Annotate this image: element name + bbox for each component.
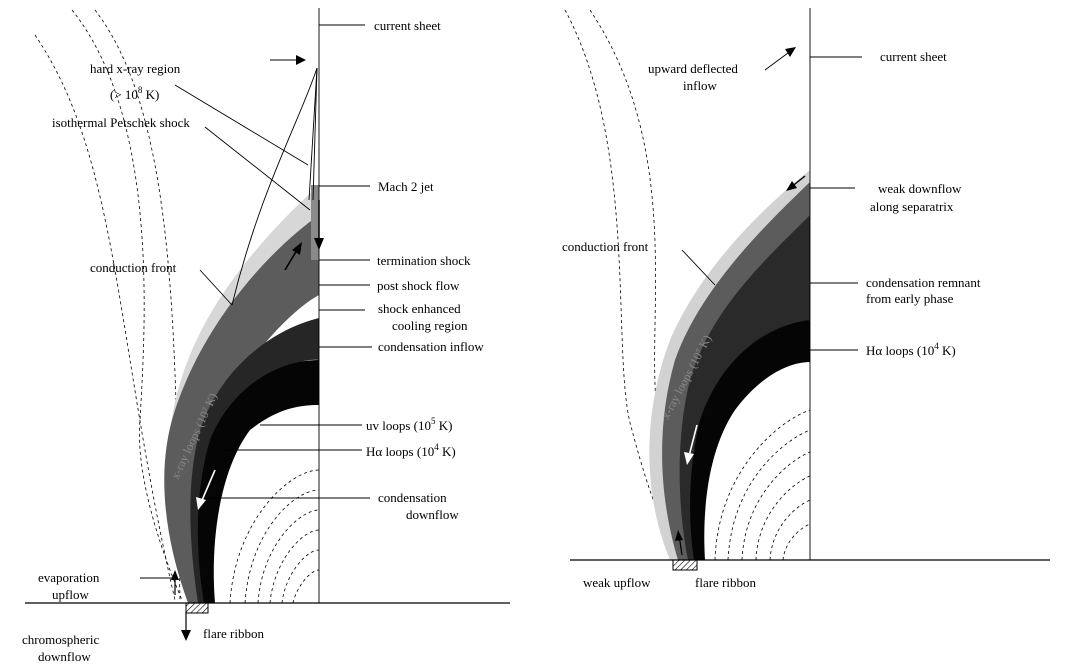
right-label-flare-ribbon: flare ribbon — [695, 575, 757, 590]
right-inner-dotted-loops — [714, 409, 811, 561]
left-label-termination-shock: termination shock — [377, 253, 471, 268]
left-panel: x-ray loops (10⁷ K) current sheet hard x… — [22, 8, 510, 664]
right-label-weak-upflow: weak upflow — [583, 575, 651, 590]
right-label-remnant-1: condensation remnant — [866, 275, 981, 290]
left-label-hard-xray: hard x-ray region — [90, 61, 181, 76]
right-uv-loop-band — [679, 215, 810, 560]
left-label-mach-jet: Mach 2 jet — [378, 179, 434, 194]
left-label-shock-cooling-1: shock enhanced — [378, 301, 461, 316]
left-label-conduction-front: conduction front — [90, 260, 177, 275]
left-evap-arrow — [171, 570, 179, 595]
right-panel: x-ray loops (10⁷ K) current sheet upward… — [562, 8, 1050, 590]
right-upflow-arrow — [675, 530, 683, 556]
left-ha-loop-band — [197, 360, 319, 603]
right-label-conduction-front: conduction front — [562, 239, 649, 254]
left-label-ha-loops: Hα loops (104 K) — [366, 442, 456, 459]
left-outer-field-line — [94, 9, 181, 601]
left-upflow-arrow — [284, 242, 302, 271]
left-label-cond-inflow: condensation inflow — [378, 339, 484, 354]
left-mach-jet — [311, 185, 319, 260]
left-uv-loop-band — [190, 318, 319, 603]
left-chromo-downflow-arrow — [181, 612, 191, 641]
left-label-cond-downflow-2: downflow — [406, 507, 459, 522]
left-label-hard-xray-temp: (> 108 K) — [110, 85, 159, 102]
left-petschek-shock-line — [308, 67, 318, 201]
left-flare-ribbon-box — [185, 602, 209, 614]
left-label-current-sheet: current sheet — [374, 18, 441, 33]
right-downflow-arrow — [684, 424, 698, 465]
left-label-uv-loops: uv loops (105 K) — [366, 416, 452, 433]
left-label-post-shock: post shock flow — [377, 278, 460, 293]
left-downflow-arrow — [196, 469, 216, 510]
right-weak-downflow-arrow — [786, 175, 806, 191]
left-jet-arrow — [314, 200, 324, 250]
left-label-evap-2: upflow — [52, 587, 89, 602]
left-outer-field-line-3 — [71, 9, 183, 601]
left-inner-dotted-loops — [229, 469, 320, 604]
left-label-chromo-1: chromospheric — [22, 632, 99, 647]
right-flare-ribbon-box — [672, 559, 698, 571]
left-label-flare-ribbon: flare ribbon — [203, 626, 265, 641]
left-conduction-front-line — [231, 67, 318, 306]
left-xray-loop-band — [164, 215, 319, 603]
left-label-cond-downflow-1: condensation — [378, 490, 447, 505]
right-upward-inflow-arrow — [764, 47, 796, 71]
left-label-evap-1: evaporation — [38, 570, 100, 585]
right-leader-lines — [681, 56, 862, 351]
right-ha-loop-band — [690, 320, 810, 560]
left-label-petschek: isothermal Petschek shock — [52, 115, 190, 130]
right-label-upward-1: upward deflected — [648, 61, 738, 76]
left-inflow-arrow — [270, 55, 306, 65]
right-outer-field-line-2 — [589, 9, 696, 561]
right-label-current-sheet: current sheet — [880, 49, 947, 64]
right-label-ha-loops: Hα loops (104 K) — [866, 341, 956, 358]
left-leader-lines — [140, 24, 372, 579]
left-label-shock-cooling-2: cooling region — [392, 318, 468, 333]
left-petschek-shock-line-2 — [312, 67, 318, 201]
right-label-weak-downflow-2: along separatrix — [870, 199, 954, 214]
right-label-weak-downflow-1: weak downflow — [878, 181, 962, 196]
right-label-upward-2: inflow — [683, 78, 718, 93]
right-label-remnant-2: from early phase — [866, 291, 954, 306]
left-label-chromo-2: downflow — [38, 649, 91, 664]
left-outer-field-line-2 — [34, 34, 176, 601]
